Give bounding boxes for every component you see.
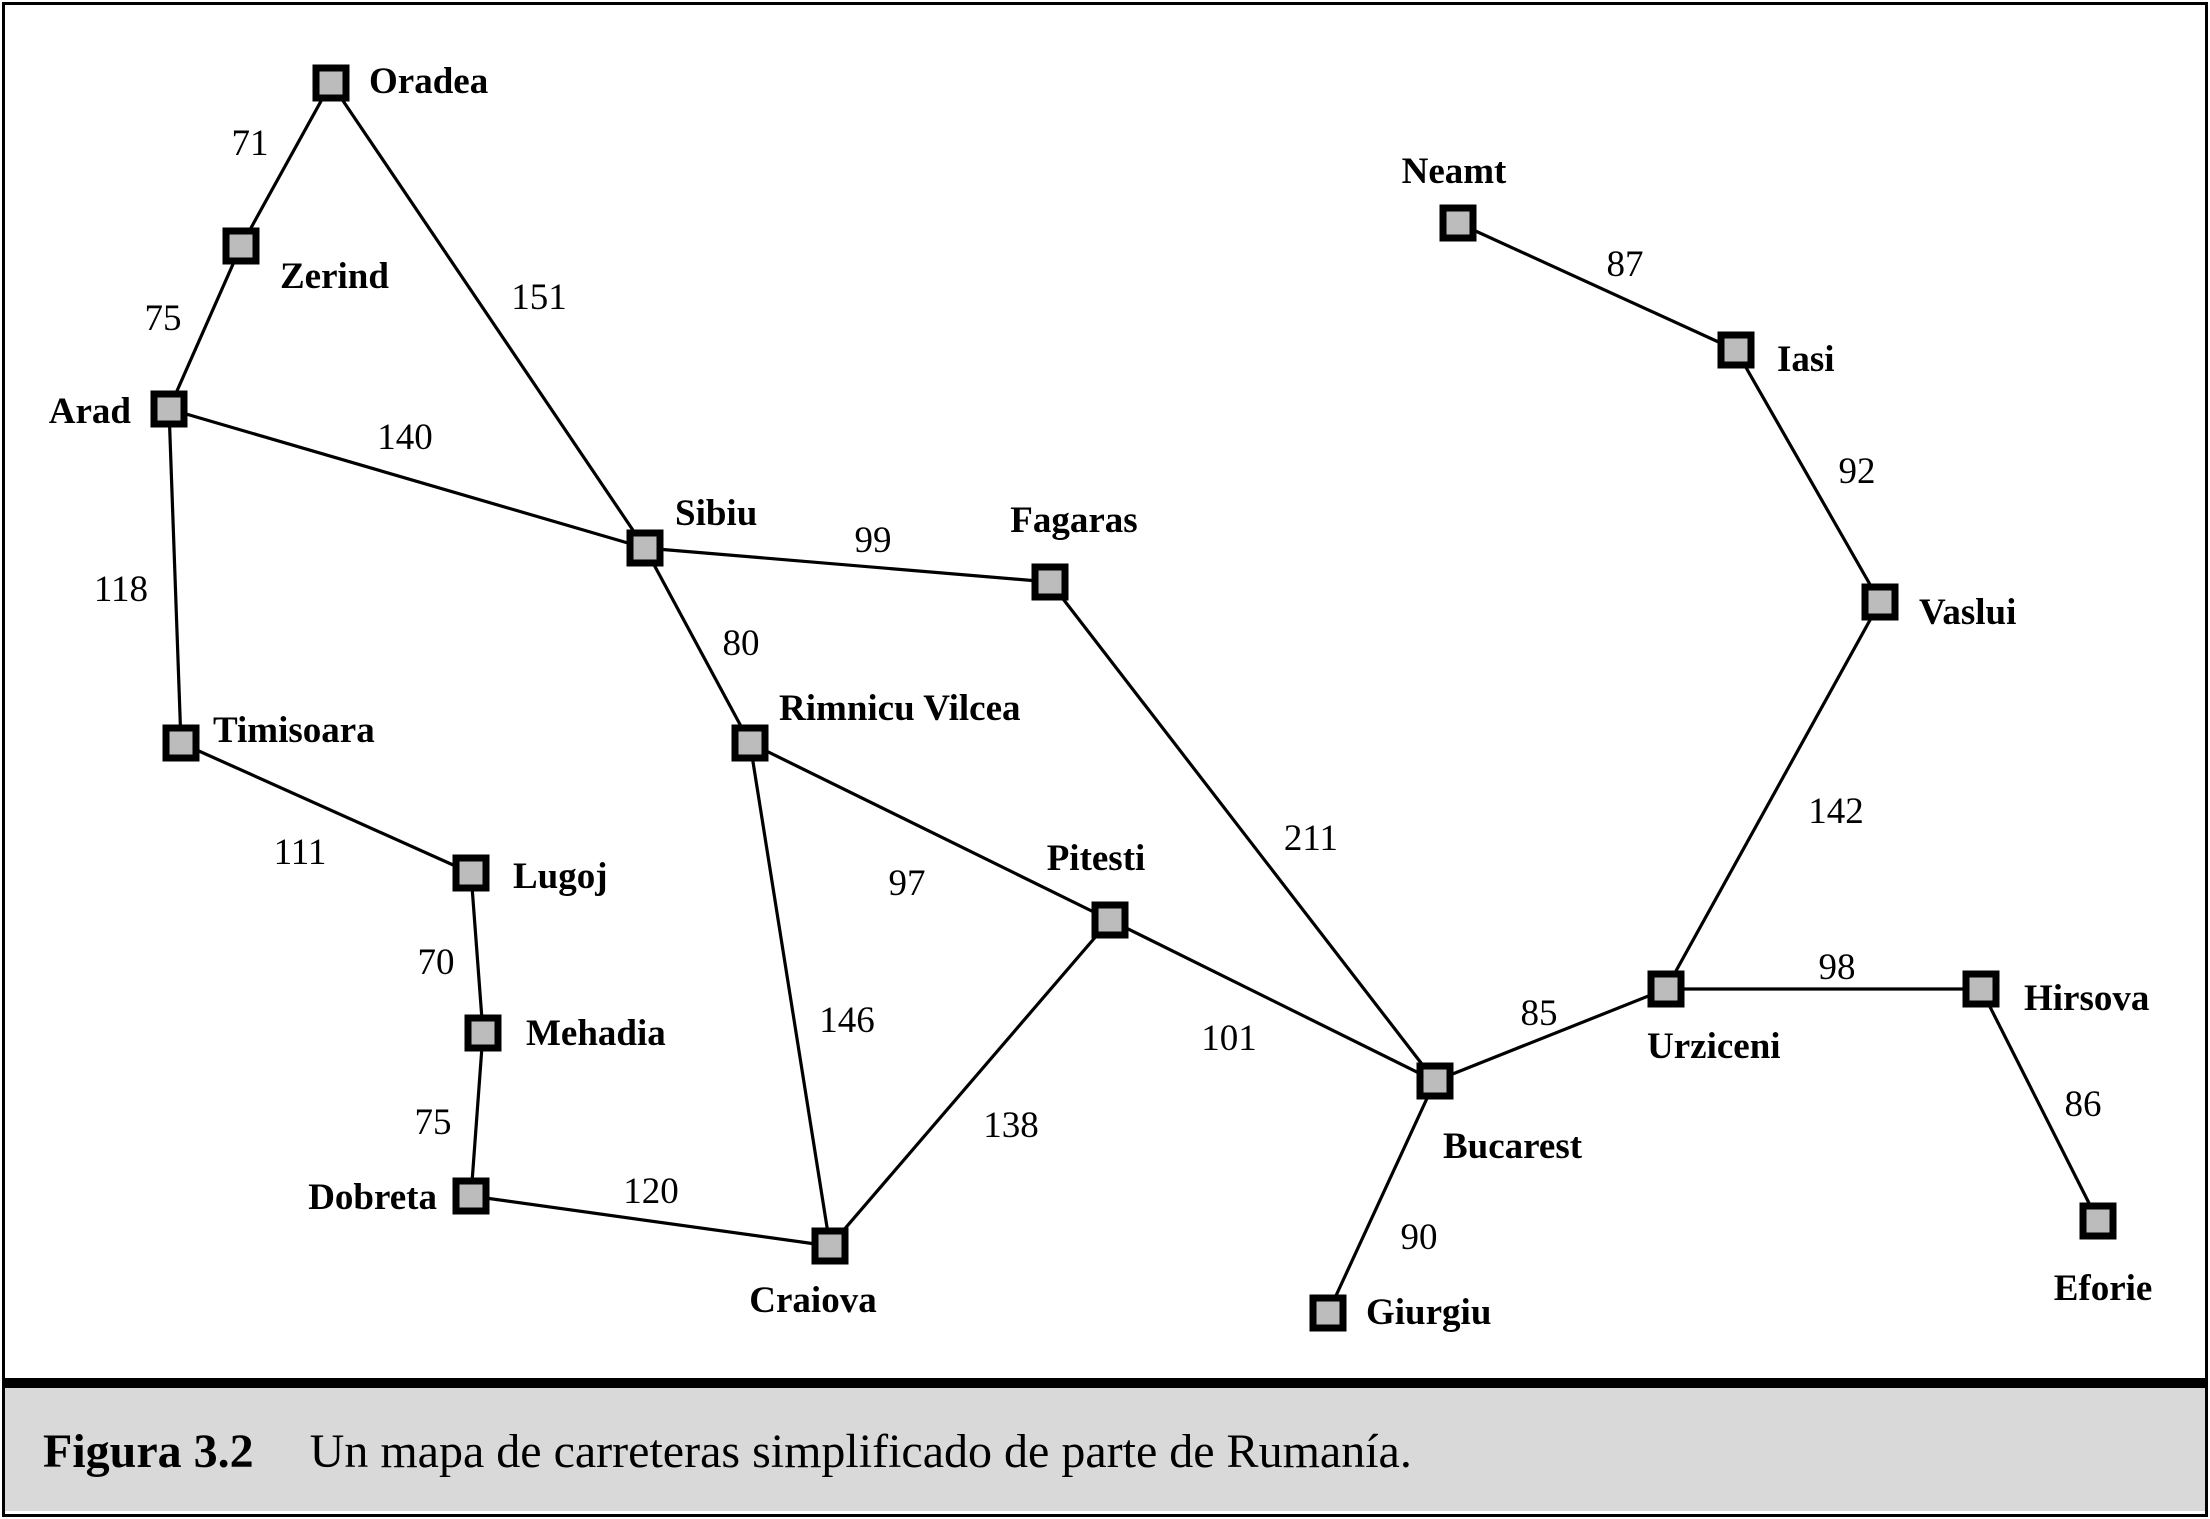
city-node-dobreta	[452, 1177, 490, 1215]
road-hirsova-eforie	[1979, 988, 2100, 1222]
roads-layer	[167, 82, 2100, 1314]
figure-caption: Figura 3.2 Un mapa de carreteras simplifi…	[5, 1388, 2205, 1511]
distance-label-timisoara-lugoj: 111	[274, 832, 327, 873]
caption-text: Figura 3.2 Un mapa de carreteras simplifi…	[43, 1424, 1412, 1479]
distance-label-oradea-sibiu: 151	[511, 277, 567, 318]
distance-label-urziceni-vaslui: 142	[1808, 791, 1864, 832]
road-bucarest-urziceni	[1434, 987, 1667, 1083]
distance-label-fagaras-bucarest: 211	[1284, 818, 1338, 859]
city-node-timisoara	[162, 724, 200, 762]
city-label-dobreta: Dobreta	[308, 1177, 437, 1218]
city-label-hirsova: Hirsova	[2024, 978, 2149, 1019]
distance-label-oradea-zerind: 71	[232, 123, 269, 164]
caption-divider	[5, 1378, 2205, 1388]
city-node-vaslui	[1861, 583, 1899, 621]
city-node-rimnicu	[731, 724, 769, 762]
distance-label-zerind-arad: 75	[145, 298, 182, 339]
road-arad-sibiu	[168, 407, 646, 550]
distance-label-hirsova-eforie: 86	[2065, 1084, 2102, 1125]
city-label-eforie: Eforie	[2054, 1268, 2153, 1309]
road-sibiu-fagaras	[644, 546, 1051, 584]
city-node-bucarest	[1416, 1062, 1454, 1100]
city-label-vaslui: Vaslui	[1919, 592, 2016, 633]
city-node-fagaras	[1031, 563, 1069, 601]
distance-label-dobreta-craiova: 120	[623, 1171, 679, 1212]
road-zerind-arad	[167, 245, 243, 410]
city-label-timisoara: Timisoara	[213, 710, 375, 751]
city-label-iasi: Iasi	[1777, 339, 1835, 380]
city-node-pitesti	[1091, 901, 1129, 939]
road-oradea-sibiu	[329, 82, 647, 549]
city-label-mehadia: Mehadia	[526, 1013, 666, 1054]
city-label-urziceni: Urziceni	[1647, 1026, 1781, 1067]
distance-label-pitesti-bucarest: 101	[1201, 1018, 1257, 1059]
city-node-urziceni	[1647, 970, 1685, 1008]
distance-label-bucarest-urziceni: 85	[1521, 993, 1558, 1034]
city-node-craiova	[811, 1227, 849, 1265]
distances-layer: 71 75 151 140 118 111 70 75 120 99 80 97 146 138 101 21…	[94, 123, 2102, 1258]
distance-label-vaslui-iasi: 92	[1839, 451, 1876, 492]
road-pitesti-bucarest	[1109, 918, 1436, 1083]
road-rimnicu-pitesti	[749, 741, 1111, 922]
cities-layer	[150, 64, 2117, 1332]
caption-label: Figura 3.2	[43, 1425, 254, 1478]
city-node-oradea	[312, 64, 350, 102]
road-craiova-pitesti	[828, 918, 1112, 1248]
city-node-neamt	[1439, 204, 1477, 242]
city-labels-layer: OradeaZerindAradTimisoaraLugojMehadiaDob…	[49, 61, 2153, 1333]
distance-label-arad-sibiu: 140	[377, 417, 433, 458]
city-node-sibiu	[626, 529, 664, 567]
city-node-hirsova	[1962, 970, 2000, 1008]
city-label-craiova: Craiova	[749, 1280, 876, 1321]
city-label-oradea: Oradea	[369, 61, 488, 102]
distance-label-craiova-pitesti: 138	[983, 1105, 1039, 1146]
city-label-fagaras: Fagaras	[1010, 500, 1137, 541]
city-node-iasi	[1717, 331, 1755, 369]
city-node-lugoj	[452, 854, 490, 892]
distance-label-urziceni-hirsova: 98	[1819, 947, 1856, 988]
distance-label-bucarest-giurgiu: 90	[1401, 1217, 1438, 1258]
road-arad-timisoara	[167, 408, 183, 744]
city-label-rimnicu: Rimnicu Vilcea	[779, 688, 1021, 729]
road-oradea-zerind	[239, 82, 333, 247]
city-label-neamt: Neamt	[1402, 151, 1507, 192]
road-urziceni-vaslui	[1664, 601, 1882, 990]
city-node-mehadia	[464, 1014, 502, 1052]
city-label-lugoj: Lugoj	[513, 856, 608, 897]
road-lugoj-mehadia	[469, 872, 485, 1034]
city-label-zerind: Zerind	[280, 256, 389, 297]
distance-label-rimnicu-pitesti: 97	[889, 863, 926, 904]
city-label-bucarest: Bucarest	[1443, 1126, 1583, 1167]
road-timisoara-lugoj	[180, 741, 472, 875]
distance-label-iasi-neamt: 87	[1607, 244, 1644, 285]
distance-label-mehadia-dobreta: 75	[415, 1102, 452, 1143]
distance-label-arad-timisoara: 118	[94, 569, 148, 610]
road-iasi-neamt	[1457, 221, 1737, 352]
city-label-giurgiu: Giurgiu	[1366, 1292, 1491, 1333]
city-node-giurgiu	[1309, 1294, 1347, 1332]
distance-label-lugoj-mehadia: 70	[418, 942, 455, 983]
road-dobreta-craiova	[470, 1194, 831, 1248]
caption-description: Un mapa de carreteras simplificado de pa…	[309, 1425, 1412, 1478]
road-fagaras-bucarest	[1048, 581, 1437, 1082]
road-mehadia-dobreta	[469, 1032, 485, 1197]
city-node-eforie	[2079, 1202, 2117, 1240]
road-vaslui-iasi	[1734, 349, 1882, 603]
road-rimnicu-craiova	[748, 742, 832, 1247]
city-label-arad: Arad	[49, 391, 132, 432]
distance-label-sibiu-rimnicu: 80	[723, 623, 760, 664]
distance-label-sibiu-fagaras: 99	[855, 520, 892, 561]
road-bucarest-giurgiu	[1326, 1080, 1437, 1314]
city-label-pitesti: Pitesti	[1047, 838, 1146, 879]
road-sibiu-rimnicu	[643, 547, 752, 744]
city-label-sibiu: Sibiu	[675, 493, 757, 534]
city-node-zerind	[222, 227, 260, 265]
distance-label-rimnicu-craiova: 146	[819, 1000, 875, 1041]
city-node-arad	[150, 390, 188, 428]
